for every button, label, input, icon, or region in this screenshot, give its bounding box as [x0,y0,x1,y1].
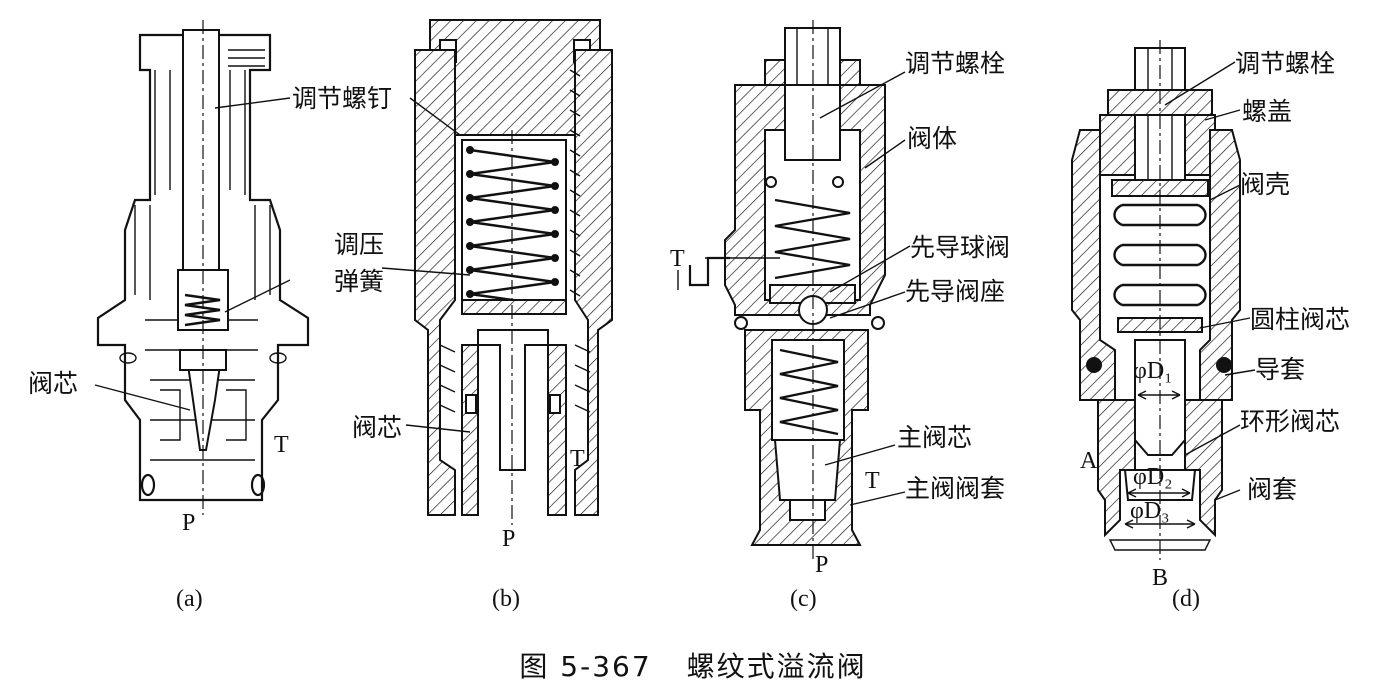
d-annular-spool-label: 环形阀芯 [1240,407,1340,436]
c-adjust-bolt-label: 调节螺栓 [905,49,1005,78]
a-valve-core-label: 阀芯 [28,369,78,398]
d-port-a-label: A [1080,448,1098,474]
d-cap-nut-label: 螺盖 [1242,97,1292,126]
figure-title: 螺纹式溢流阀 [686,650,867,683]
d-caption: (d) [1172,586,1200,612]
d-d2-label: φD₂ [1133,464,1173,490]
panel-c-drawing [677,20,911,560]
figure-caption: 图 5-367 螺纹式溢流阀 [0,645,1386,685]
a-port-t-label: T [274,432,289,458]
a-port-p-label: P [182,510,195,536]
b-caption: (b) [492,586,520,612]
b-valve-core-label: 阀芯 [352,413,402,442]
c-port-t-left-label: T [670,246,685,272]
d-d1-label: φD₁ [1133,358,1173,384]
b-port-t-label: T [570,446,585,472]
panel-b-drawing [381,19,613,525]
panel-a-drawing [94,20,310,515]
relief-valve-drawings: 调节螺钉 调压 弹簧 阀芯 T P (a) 阀芯 T P (b) 调节螺栓 阀体… [28,19,1350,612]
figure-number: 图 5-367 [519,650,652,683]
panel-d-drawing [1071,40,1256,560]
d-adjust-bolt-label: 调节螺栓 [1235,49,1335,78]
a-spring-label-line1: 调压 [334,230,384,259]
d-valve-sleeve-label: 阀套 [1247,475,1297,504]
c-main-spool-label: 主阀芯 [897,423,972,452]
d-guide-sleeve-label: 导套 [1255,355,1305,384]
c-port-p-label: P [815,552,828,578]
a-caption: (a) [176,586,203,612]
c-pilot-ball-valve-label: 先导球阀 [910,233,1010,262]
a-adjust-screw-label: 调节螺钉 [292,84,392,113]
c-pilot-valve-seat-label: 先导阀座 [905,277,1005,306]
b-port-p-label: P [502,526,515,552]
c-main-valve-sleeve-label: 主阀阀套 [905,474,1005,503]
d-port-b-label: B [1152,565,1168,591]
c-caption: (c) [790,586,817,612]
a-spring-label-line2: 弹簧 [334,267,384,296]
d-valve-housing-label: 阀壳 [1240,170,1290,199]
c-valve-body-label: 阀体 [907,124,957,153]
d-cylindrical-spool-label: 圆柱阀芯 [1250,305,1350,334]
d-d3-label: φD₃ [1130,498,1170,524]
c-port-t-right-label: T [865,468,880,494]
